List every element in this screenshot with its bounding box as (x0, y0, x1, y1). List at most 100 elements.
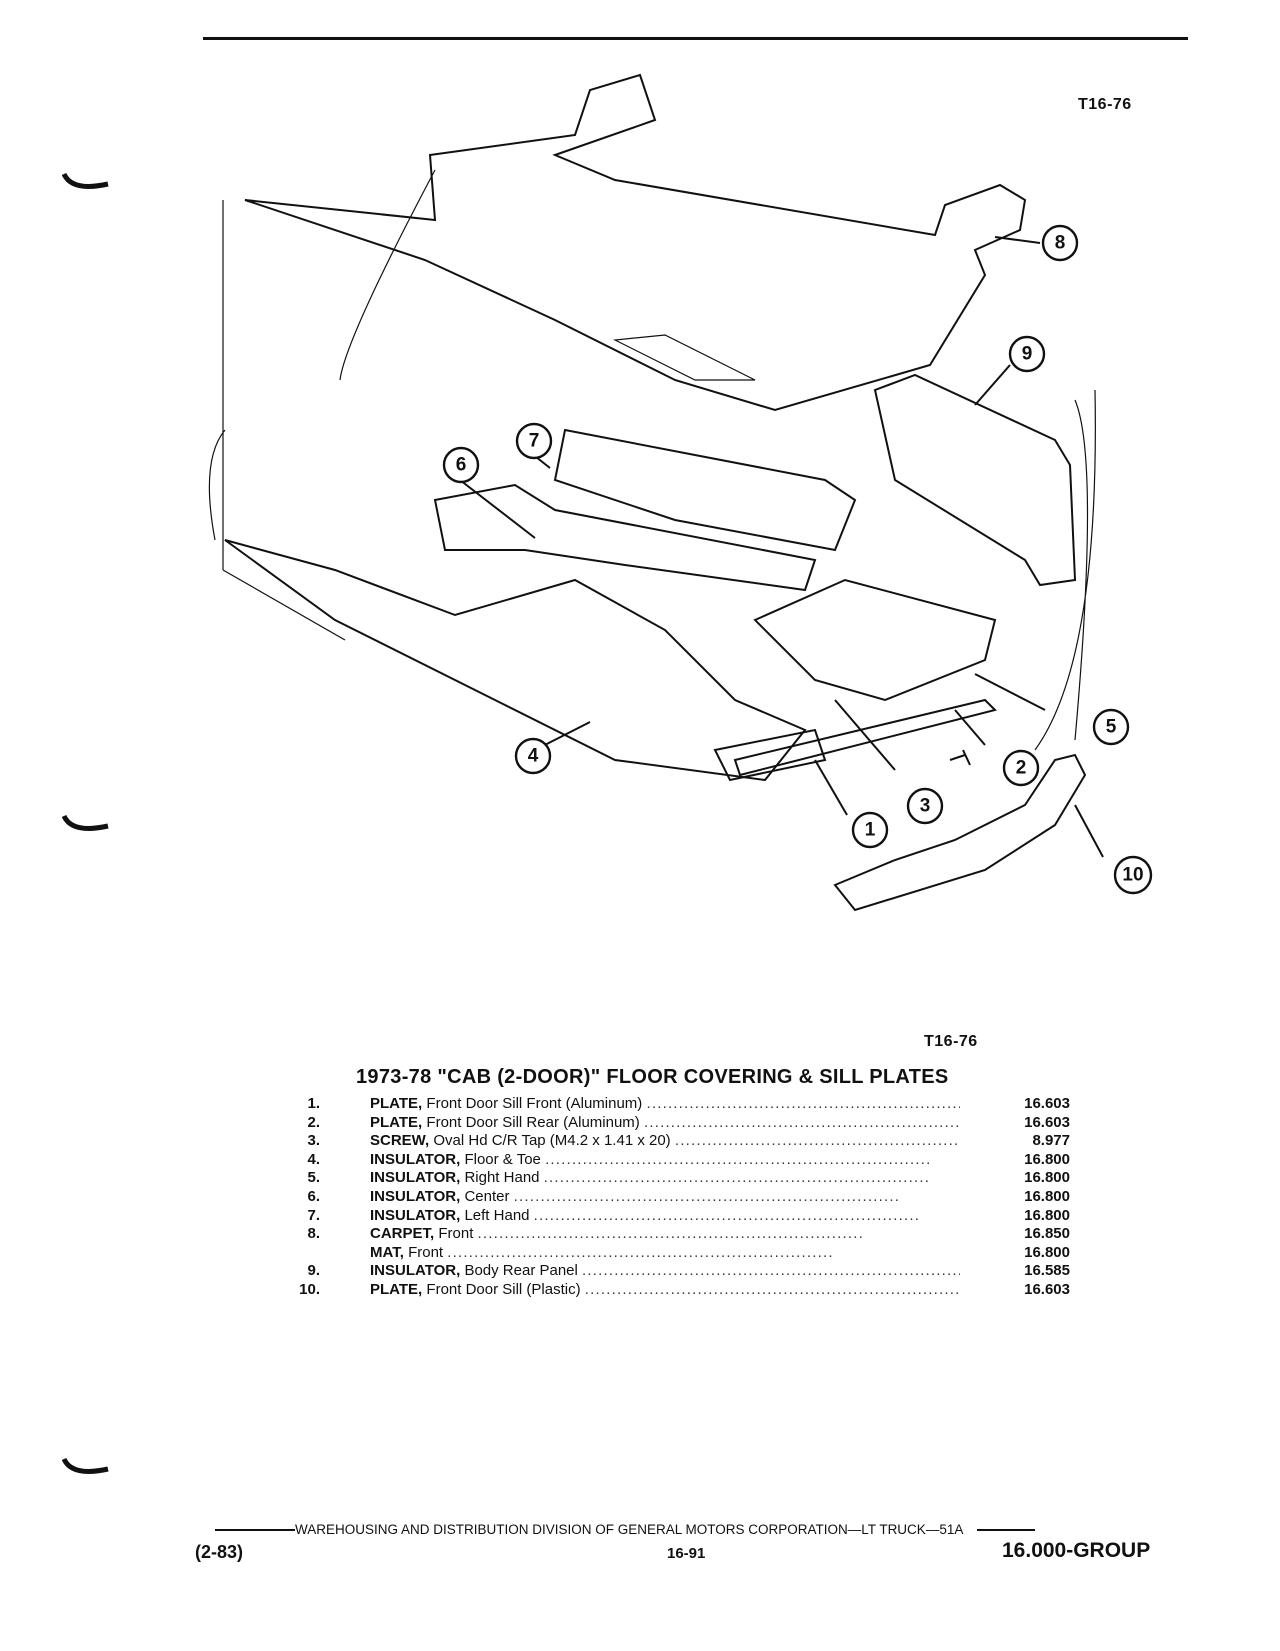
footer-date: (2-83) (195, 1542, 244, 1562)
sill-plate-front (713, 728, 827, 782)
callout-4: 4 (514, 737, 552, 775)
callout-6: 6 (442, 446, 480, 484)
part-number: 5. (307, 1169, 320, 1187)
list-item: 4. INSULATOR, Floor & Toe ..............… (280, 1151, 1080, 1170)
list-item: 2. PLATE, Front Door Sill Rear (Aluminum… (280, 1114, 1080, 1133)
svg-text:6: 6 (456, 455, 467, 476)
part-group: 16.603 (1024, 1280, 1070, 1298)
callout-1: 1 (851, 811, 889, 849)
callout-3: 3 (906, 787, 944, 825)
list-item: 1. PLATE, Front Door Sill Front (Aluminu… (280, 1095, 1080, 1114)
part-number: 10. (299, 1280, 320, 1298)
part-description: Front Door Sill Rear (Aluminum) (426, 1113, 640, 1131)
screw-icon (949, 749, 971, 766)
footer-page-number: 16-91 (667, 1545, 706, 1562)
part-group: 16.800 (1024, 1206, 1070, 1224)
part-name: SCREW, (370, 1132, 430, 1150)
insulator-body-rear-panel (873, 373, 1077, 587)
figure-code-bottom: T16-76 (924, 1033, 978, 1050)
svg-text:1: 1 (865, 820, 876, 841)
carpet-mat-grille (612, 334, 756, 381)
page-title: 1973-78 "CAB (2-DOOR)" FLOOR COVERING & … (356, 1066, 949, 1088)
part-name: INSULATOR, (370, 1206, 461, 1224)
list-item: 8. CARPET, Front .......................… (280, 1225, 1080, 1244)
part-number: 3. (307, 1132, 320, 1150)
svg-text:10: 10 (1122, 865, 1143, 886)
part-description: Front (408, 1243, 444, 1261)
part-description: Right Hand (464, 1169, 540, 1187)
part-description: Left Hand (464, 1206, 530, 1224)
svg-text:2: 2 (1016, 758, 1027, 779)
part-description: Front (438, 1225, 474, 1243)
insulator-center (433, 483, 817, 592)
exploded-view-diagram: 8 9 7 6 5 2 3 1 4 10 (208, 73, 1153, 912)
part-group: 16.800 (1024, 1243, 1070, 1261)
part-group: 16.603 (1024, 1113, 1070, 1131)
footer-division-line: WAREHOUSING AND DISTRIBUTION DIVISION OF… (215, 1522, 1160, 1537)
part-name: PLATE, (370, 1095, 423, 1112)
part-number: 7. (307, 1206, 320, 1224)
sill-plate-rear (733, 698, 997, 777)
part-group: 8.977 (1032, 1132, 1070, 1150)
parts-list: 1. PLATE, Front Door Sill Front (Aluminu… (280, 1095, 1080, 1300)
svg-text:5: 5 (1106, 717, 1117, 738)
callout-9: 9 (1008, 335, 1046, 373)
part-description: Front Door Sill Front (Aluminum) (426, 1095, 643, 1112)
part-number: 2. (307, 1113, 320, 1131)
insulator-left-hand (553, 428, 857, 552)
callout-8: 8 (1041, 224, 1079, 262)
top-rule (203, 37, 1188, 40)
svg-text:8: 8 (1055, 233, 1066, 254)
part-group: 16.585 (1024, 1262, 1070, 1280)
part-description: Floor & Toe (464, 1150, 541, 1168)
part-name: INSULATOR, (370, 1187, 461, 1205)
part-name: PLATE, (370, 1113, 423, 1131)
callout-5: 5 (1092, 708, 1130, 746)
svg-text:7: 7 (529, 431, 540, 452)
callout-2: 2 (1002, 749, 1040, 787)
figure-code-top: T16-76 (1078, 96, 1132, 113)
part-group: 16.800 (1024, 1187, 1070, 1205)
part-name: INSULATOR, (370, 1169, 461, 1187)
list-item: MAT, Front .............................… (370, 1243, 1070, 1261)
sill-plate-plastic (833, 753, 1087, 912)
callout-10: 10 (1113, 855, 1153, 895)
callout-7: 7 (515, 422, 553, 460)
list-item: 7. INSULATOR, Left Hand ................… (280, 1207, 1080, 1226)
insulator-right-hand (753, 578, 997, 702)
svg-text:4: 4 (528, 746, 539, 767)
part-name: PLATE, (370, 1280, 423, 1298)
part-number: 8. (307, 1225, 320, 1243)
svg-text:3: 3 (920, 796, 931, 817)
part-name: CARPET, (370, 1225, 435, 1243)
cab-outline (208, 169, 1096, 751)
part-description: Body Rear Panel (464, 1262, 578, 1280)
part-description: Oval Hd C/R Tap (M4.2 x 1.41 x 20) (433, 1132, 671, 1150)
part-description: Front Door Sill (Plastic) (426, 1280, 581, 1298)
binder-mark-icon (62, 1457, 109, 1474)
part-group: 16.800 (1024, 1150, 1070, 1168)
footer-group: 16.000-GROUP (1002, 1539, 1151, 1562)
list-item: 9. INSULATOR, Body Rear Panel ..........… (280, 1262, 1080, 1281)
svg-text:9: 9 (1022, 344, 1033, 365)
part-name: INSULATOR, (370, 1150, 461, 1168)
part-group: 16.850 (1024, 1225, 1070, 1243)
part-number: 9. (307, 1262, 320, 1280)
list-item: 5. INSULATOR, Right Hand ...............… (280, 1169, 1080, 1188)
part-name: INSULATOR, (370, 1262, 461, 1280)
part-number: 4. (307, 1150, 320, 1168)
binder-mark-icon (62, 814, 109, 831)
part-name: MAT, (370, 1243, 404, 1261)
carpet-front (244, 73, 1027, 412)
footer-division: WAREHOUSING AND DISTRIBUTION DIVISION OF… (295, 1522, 964, 1537)
list-item: 10. PLATE, Front Door Sill (Plastic) ...… (280, 1281, 1080, 1300)
part-number: 6. (307, 1187, 320, 1205)
insulator-floor-toe (224, 539, 807, 782)
part-group: 16.800 (1024, 1169, 1070, 1187)
list-item: 3. SCREW, Oval Hd C/R Tap (M4.2 x 1.41 x… (280, 1132, 1080, 1151)
part-group: 16.603 (1024, 1095, 1070, 1112)
list-item: 6. INSULATOR, Center ...................… (280, 1188, 1080, 1207)
part-description: Center (464, 1187, 510, 1205)
part-number: 1. (307, 1095, 320, 1112)
binder-mark-icon (62, 172, 109, 189)
